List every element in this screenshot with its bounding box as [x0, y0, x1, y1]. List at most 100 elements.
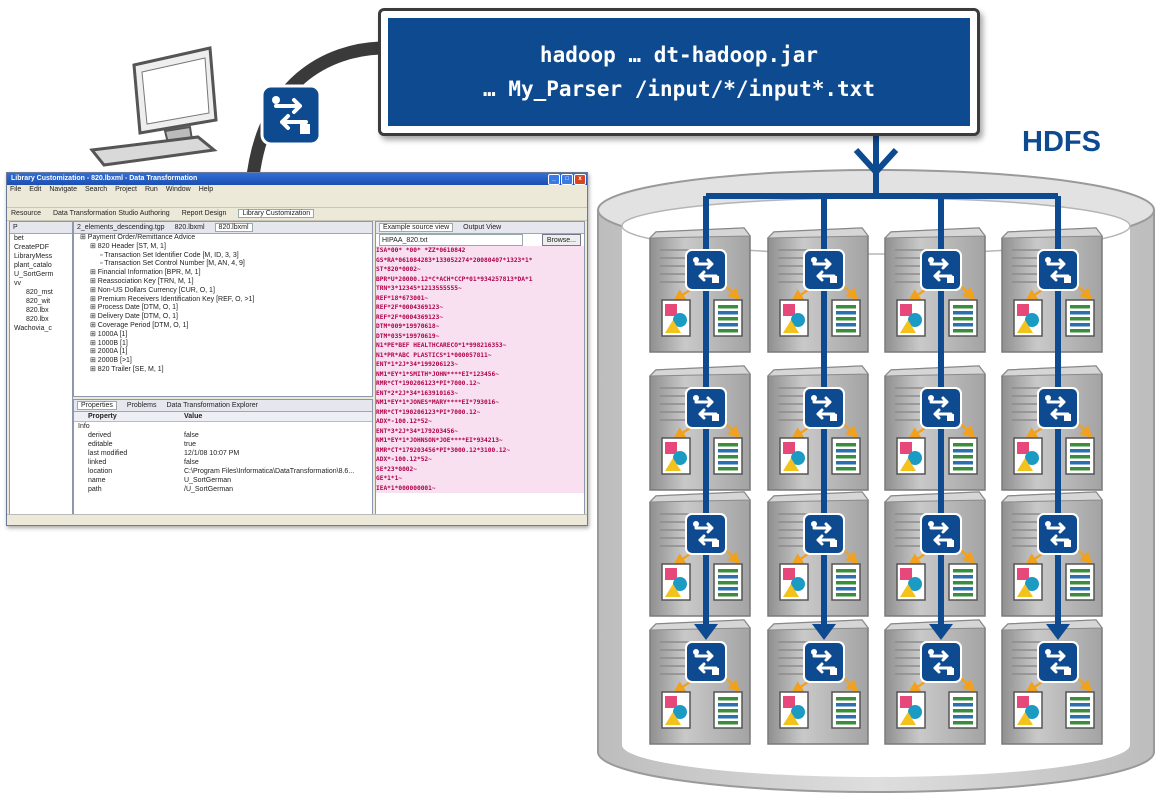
- doc-line: [718, 449, 738, 453]
- editor-tab[interactable]: 820.lbxml: [214, 223, 253, 232]
- project-item[interactable]: bet: [14, 235, 24, 242]
- server-top: [648, 365, 751, 377]
- perspective-tab[interactable]: Resource: [11, 210, 41, 217]
- edi-line: N1*PE*BEF HEALTHCARECO*1*998216353~: [376, 341, 584, 351]
- project-item[interactable]: U_SortGerm: [14, 271, 54, 278]
- tree-node[interactable]: ⊞ Premium Receivers Identification Key […: [90, 295, 255, 303]
- doc-square: [665, 568, 677, 580]
- project-item[interactable]: 820_wit: [26, 298, 51, 305]
- tree-node[interactable]: ⊞ 2000B [>1]: [90, 357, 132, 365]
- doc-line: [1070, 317, 1090, 321]
- close-icon[interactable]: x: [574, 174, 586, 185]
- doc-line: [953, 311, 973, 315]
- tree-node[interactable]: ⊞ Process Date [DTM, O, 1]: [90, 304, 178, 312]
- menu-item[interactable]: Run: [144, 186, 158, 193]
- doc-line: [1070, 575, 1090, 579]
- properties-tab[interactable]: Properties: [77, 401, 117, 410]
- doc-line: [836, 593, 856, 597]
- edi-line: ADX*-100.12*52~: [376, 455, 584, 465]
- doc-line: [718, 697, 738, 701]
- tree-node[interactable]: ⊞ Coverage Period [DTM, O, 1]: [90, 321, 189, 329]
- menu-item[interactable]: Help: [198, 186, 214, 193]
- icon-arrow-right: [694, 650, 714, 662]
- doc-line: [953, 305, 973, 309]
- edi-line: ENT*3*2J*34*179203456~: [376, 426, 584, 436]
- icon-dot: [693, 649, 699, 655]
- doc-line: [836, 317, 856, 321]
- browse-button[interactable]: Browse...: [541, 234, 581, 246]
- tree-node[interactable]: ⊞ Reassociation Key [TRN, M, 1]: [90, 277, 194, 285]
- project-item[interactable]: Wachovia_c: [14, 325, 52, 332]
- ide-menubar: File Edit Navigate Search Project Run Window He…: [7, 185, 587, 195]
- doc-circle: [908, 451, 922, 465]
- transformation-icon: [1037, 387, 1079, 429]
- doc-line: [718, 323, 738, 327]
- edi-line: NM1*EY*1*JONES*MARY****EI*793016~: [376, 398, 584, 408]
- server-top: [648, 227, 751, 239]
- edi-line: IEA*1*000000001~: [376, 483, 584, 493]
- doc-square: [900, 696, 912, 708]
- tree-node[interactable]: ⊞ Financial Information [BPR, M, 1]: [90, 269, 201, 277]
- menu-item[interactable]: Edit: [29, 186, 42, 193]
- edi-line: DTM*009*19970618~: [376, 322, 584, 332]
- tree-node[interactable]: ⊞ Delivery Date [DTM, O, 1]: [90, 313, 178, 321]
- edi-line: DTM*035*19970619~: [376, 331, 584, 341]
- icon-bg: [685, 641, 727, 683]
- icon-dot: [928, 521, 934, 527]
- icon-arrow-right: [1046, 522, 1066, 534]
- menu-item[interactable]: File: [10, 186, 22, 193]
- tree-node[interactable]: ⊞ 2000A [1]: [90, 348, 128, 356]
- tree-node[interactable]: ⊞ 1000A [1]: [90, 330, 128, 338]
- tree-node[interactable]: ⊞ 820 Trailer [SE, M, 1]: [90, 365, 164, 373]
- tree-node[interactable]: ▫ Transaction Set Control Number [M, AN,…: [100, 260, 245, 268]
- properties-tab[interactable]: Data Transformation Explorer: [166, 402, 258, 409]
- tree-node[interactable]: ⊞ 820 Header [ST, M, 1]: [90, 242, 166, 250]
- project-item[interactable]: 820.lbx: [26, 316, 49, 323]
- doc-line: [953, 443, 973, 447]
- tree-node[interactable]: ⊞ Non-US Dollars Currency [CUR, O, 1]: [90, 286, 215, 294]
- ide-statusbar: [7, 514, 587, 525]
- icon-bg: [1037, 387, 1079, 429]
- perspective-tab[interactable]: Data Transformation Studio Authoring: [52, 210, 170, 217]
- doc-line: [718, 317, 738, 321]
- menu-item[interactable]: Project: [115, 186, 137, 193]
- output-document-icon: [948, 437, 978, 475]
- server-top: [766, 365, 869, 377]
- menu-item[interactable]: Navigate: [49, 186, 77, 193]
- editor-tab[interactable]: 820.lbxml: [174, 224, 205, 231]
- doc-line: [953, 697, 973, 701]
- editor-tab[interactable]: 2_elements_descending.tgp: [77, 224, 165, 231]
- project-item[interactable]: 820.lbx: [26, 307, 49, 314]
- project-item[interactable]: CreatePDF: [14, 244, 50, 251]
- menu-item[interactable]: Window: [165, 186, 191, 193]
- doc-line: [718, 305, 738, 309]
- icon-dot: [1045, 649, 1051, 655]
- tree-node[interactable]: ▫ Transaction Set Identifier Code [M, ID…: [100, 251, 239, 259]
- doc-square: [1017, 696, 1029, 708]
- perspective-tab[interactable]: Report Design: [181, 210, 227, 217]
- input-document-icon: [779, 691, 809, 729]
- tree-node[interactable]: ⊞ 1000B [1]: [90, 339, 128, 347]
- input-document-icon: [661, 563, 691, 601]
- project-item[interactable]: plant_catalo: [14, 262, 52, 269]
- menu-item[interactable]: Search: [84, 186, 108, 193]
- maximize-icon[interactable]: □: [561, 174, 573, 185]
- properties-tab[interactable]: Problems: [126, 402, 157, 409]
- source-file-input[interactable]: HIPAA_820.txt: [379, 234, 523, 246]
- doc-line: [1070, 593, 1090, 597]
- icon-square: [712, 668, 719, 675]
- project-item[interactable]: LibraryMess: [14, 253, 53, 260]
- perspective-tab[interactable]: Library Customization: [238, 209, 315, 218]
- icon-bg: [803, 513, 845, 555]
- minimize-icon[interactable]: _: [548, 174, 560, 185]
- edi-line: NM1*EY*1*JOHNSON*JOE****EI*934213~: [376, 436, 584, 446]
- project-item[interactable]: 820_mst: [26, 289, 53, 296]
- project-item[interactable]: vv: [14, 280, 21, 287]
- input-arrow: [1024, 288, 1043, 302]
- output-document-icon: [1065, 299, 1095, 337]
- server-top: [883, 491, 986, 503]
- tree-node[interactable]: ⊞ Payment Order/Remittance Advice: [80, 234, 196, 241]
- source-view-tab[interactable]: Example source view: [379, 223, 454, 232]
- icon-square: [947, 414, 954, 421]
- source-view-tab[interactable]: Output View: [463, 224, 502, 231]
